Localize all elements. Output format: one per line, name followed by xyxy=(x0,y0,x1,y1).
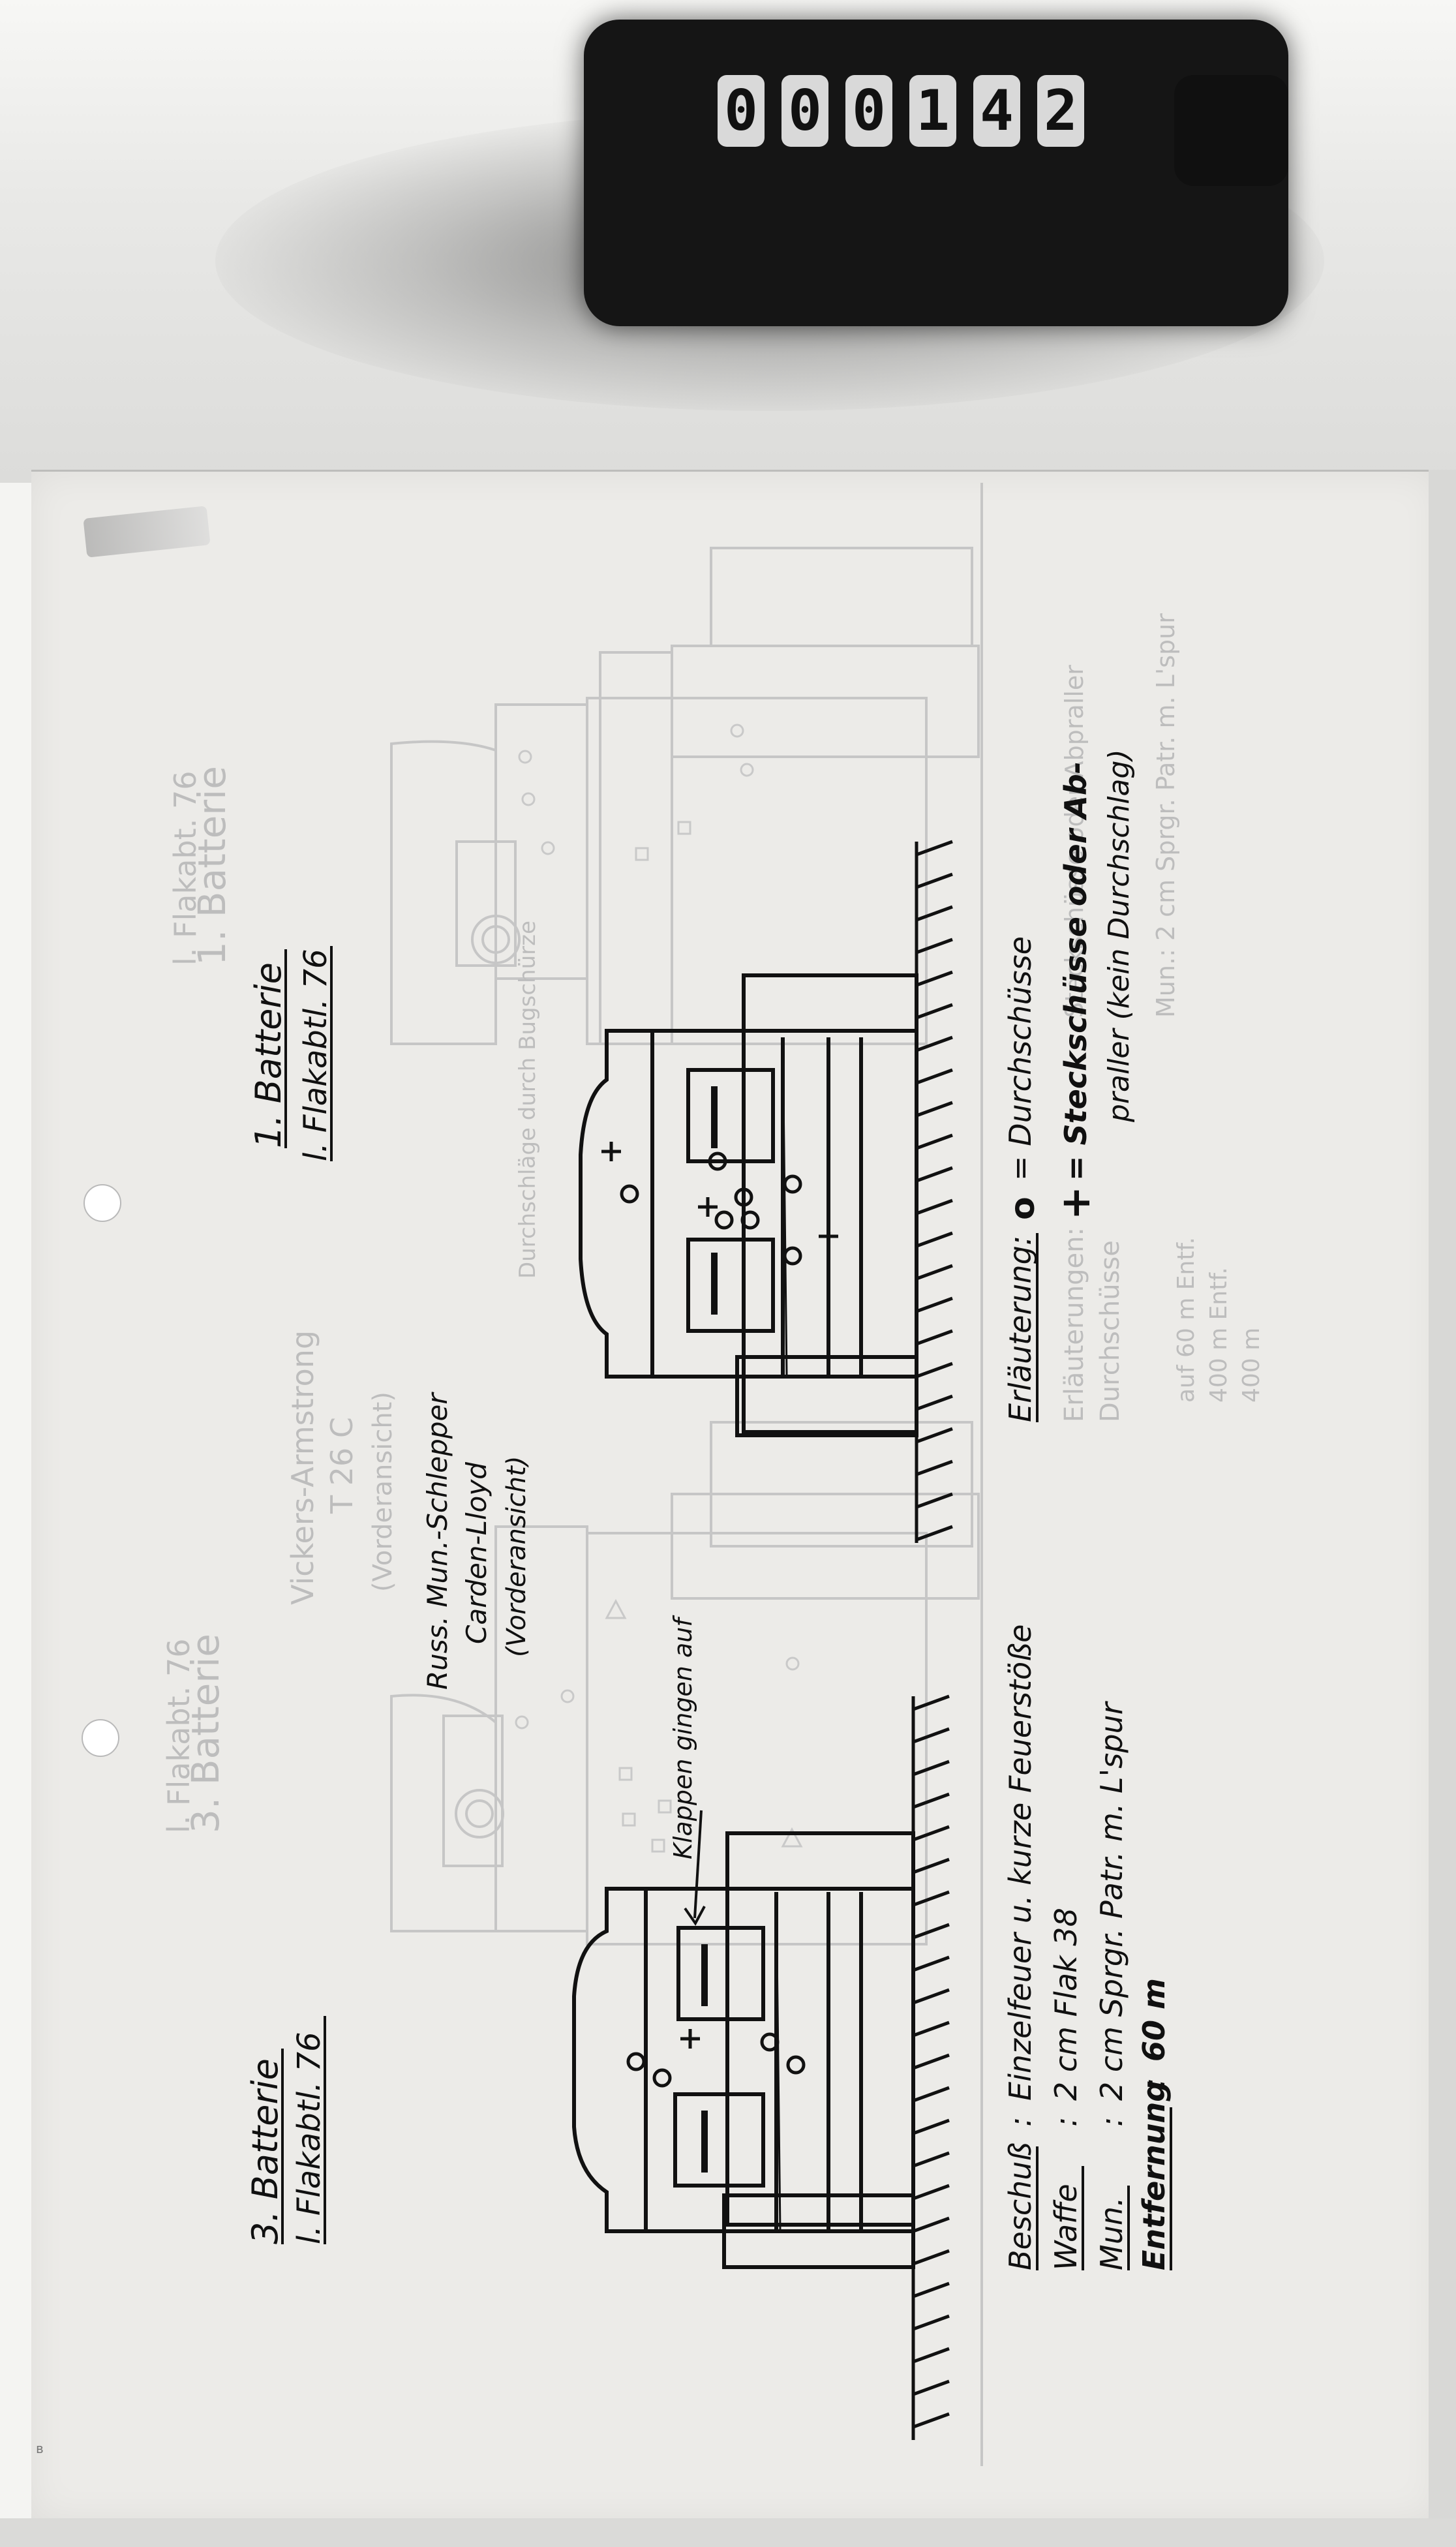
counter-digit: 0 xyxy=(845,75,892,147)
info-value-waffe: 2 cm Flak 38 xyxy=(1048,1908,1084,2101)
ghost-legend-title: Erläuterungen: xyxy=(1059,1227,1089,1422)
vehicle-label-line1: Russ. Mun.-Schlepper xyxy=(421,1392,453,1690)
ghost-vehicle: Vickers-Armstrong xyxy=(285,1330,320,1605)
sheet-right-edge xyxy=(1429,470,1456,2547)
vehicle-label-line2: Carden-Lloyd xyxy=(461,1462,493,1644)
counter-digit: 0 xyxy=(718,75,765,147)
battery-3-unit: l. Flakabtl. 76 xyxy=(291,2032,327,2244)
test-info-block: Beschuß : Einzelfeuer u. kurze Feuerstöß… xyxy=(1003,1624,1172,2270)
ghost-range-2: 400 m Entf. xyxy=(1206,1267,1232,1403)
ground-hatching-lower xyxy=(911,1694,950,2440)
info-sep: : xyxy=(1048,2117,1084,2128)
ghost-legend-1: Durchschüsse xyxy=(1095,1240,1125,1422)
reel-counter-device xyxy=(584,20,1288,326)
hit-marks-upper xyxy=(601,1142,838,1266)
punch-hole xyxy=(82,1719,119,1757)
info-key-waffe: Waffe xyxy=(1048,2184,1084,2270)
reel-counter-digits: 0 0 0 1 4 2 xyxy=(718,72,1174,150)
ghost-vehicle-view: (Vorderansicht) xyxy=(368,1392,398,1592)
text-battery-3: 3. Batterie l. Flakabtl. 76 xyxy=(245,2016,327,2244)
battery-1-title: 1. Batterie xyxy=(248,962,289,1148)
annotation-flaps: Klappen gingen auf xyxy=(669,1615,697,1859)
battery-1-unit: l. Flakabtl. 76 xyxy=(297,949,334,1161)
battery-3-title: 3. Batterie xyxy=(245,2058,286,2244)
sheet-bottom-edge xyxy=(0,2518,1456,2547)
counter-digit: 0 xyxy=(781,75,828,147)
text-vehicle-label: Russ. Mun.-Schlepper Carden-Lloyd (Vorde… xyxy=(421,1392,532,1690)
ghost-unit-right: l. Flakabt. 76 xyxy=(168,771,203,966)
hit-marks-lower xyxy=(626,2029,806,2088)
info-value-entfernung: 60 m xyxy=(1136,1978,1172,2062)
ghost-munition: Mun.: 2 cm Sprgr. Patr. m. L'spur xyxy=(1151,613,1180,1018)
ground-hatching-upper xyxy=(915,840,953,1543)
corner-mark: ʙ xyxy=(36,2441,44,2456)
info-key-mun: Mun. xyxy=(1094,2197,1129,2270)
ghost-legend-2: Steckschüsse oder Abpraller xyxy=(1060,665,1089,1018)
legend-symbol-plus: + xyxy=(1052,1186,1099,1220)
text-battery-1: 1. Batterie l. Flakabtl. 76 xyxy=(248,946,334,1161)
vehicle-drawing-lower xyxy=(572,1810,915,2269)
legend-symbol-circle: o xyxy=(1003,1197,1042,1220)
bleed-through-text: 1. Batterie l. Flakabt. 76 3. Batterie l… xyxy=(161,613,1265,1833)
legend-item-durchschuesse: = Durchschüsse xyxy=(1003,936,1038,1181)
ghost-remark: Durchschläge durch Bugschürze xyxy=(515,921,541,1279)
info-value-beschuss: Einzelfeuer u. kurze Feuerstöße xyxy=(1003,1624,1038,2101)
counter-digit: 2 xyxy=(1037,75,1084,147)
info-key-beschuss: Beschuß xyxy=(1003,2143,1038,2270)
info-sep: : xyxy=(1136,2078,1172,2088)
info-key-entfernung: Entfernung xyxy=(1136,2081,1172,2270)
bleed-through-layer xyxy=(390,483,983,2466)
ghost-range-3: 400 m xyxy=(1238,1328,1265,1403)
ghost-title-right: 1. Batterie xyxy=(190,766,234,966)
reel-counter-knob xyxy=(1174,75,1288,186)
counter-digit: 1 xyxy=(909,75,956,147)
info-sep: : xyxy=(1094,2117,1129,2128)
info-value-mun: 2 cm Sprgr. Patr. m. L'spur xyxy=(1094,1700,1129,2101)
ghost-range-1: auf 60 m Entf. xyxy=(1173,1237,1200,1403)
info-sep: : xyxy=(1003,2117,1038,2128)
counter-digit: 4 xyxy=(973,75,1020,147)
legend-item-praller: praller (kein Durchschlag) xyxy=(1102,749,1136,1123)
ghost-unit-left: l. Flakabt. 76 xyxy=(161,1639,196,1833)
vehicle-drawing-upper xyxy=(579,973,918,1437)
bleed-through-marks xyxy=(515,724,803,1853)
legend-item-steckschuesse: = Steckschüsse oder Ab- xyxy=(1058,761,1093,1181)
punch-hole xyxy=(83,1184,121,1222)
ghost-title-left: 3. Batterie xyxy=(183,1634,228,1833)
ghost-vehicle-model: T 26 C xyxy=(324,1417,359,1514)
legend-title: Erläuterung: xyxy=(1003,1236,1038,1422)
legend-block: Erläuterung: o = Durchschüsse + = Stecks… xyxy=(1003,749,1136,1422)
vehicle-label-line3: (Vorderansicht) xyxy=(502,1456,532,1657)
